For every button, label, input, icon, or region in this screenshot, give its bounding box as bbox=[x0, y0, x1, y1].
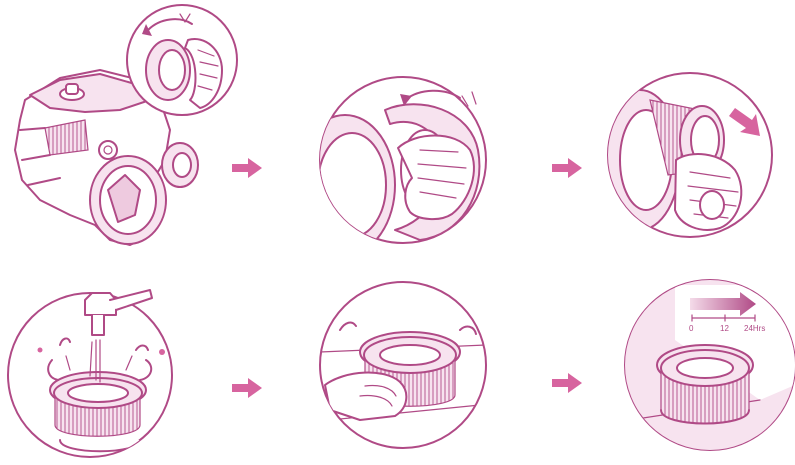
step-6-dry-filter-icon: 0 12 24Hrs bbox=[625, 280, 795, 450]
step-arrow-3 bbox=[232, 378, 262, 398]
timeline-tick-24hrs: 24Hrs bbox=[744, 324, 765, 333]
step-2-twist-cover-icon bbox=[295, 77, 486, 255]
step-1-vacuum-twist-icon bbox=[15, 5, 237, 245]
step-arrow-1 bbox=[232, 158, 262, 178]
step-5-squeeze-filter-icon bbox=[320, 282, 486, 448]
step-3-pull-filter-icon bbox=[600, 73, 772, 237]
timeline-tick-0: 0 bbox=[689, 324, 694, 333]
step-arrow-2 bbox=[552, 158, 582, 178]
step-arrow-4 bbox=[552, 373, 582, 393]
timeline-tick-12: 12 bbox=[720, 324, 729, 333]
step-4-rinse-filter-icon bbox=[8, 290, 172, 457]
